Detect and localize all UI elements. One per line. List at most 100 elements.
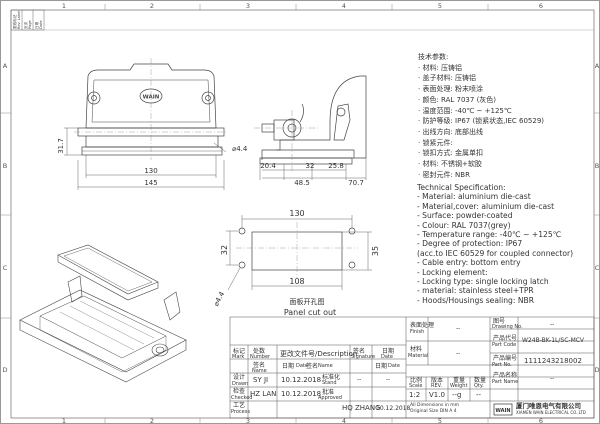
tb-approved-en: Approved (318, 395, 342, 401)
spec-en-line: Technical Specification: (417, 183, 506, 192)
tb-weight-en: Weight (450, 383, 468, 389)
tb-mark-en: Mark (232, 354, 245, 360)
tb-part-code-cn: 产品代号 (493, 335, 518, 342)
page-label-en: Page (28, 20, 32, 29)
dim-side-485: 48.5 (294, 179, 310, 187)
spec-cn-line: · 盖子材料: 压铸铝 (418, 74, 477, 83)
tb-qty-value: -- (476, 391, 482, 399)
zone-right-b: B (595, 162, 599, 170)
front-view: WAIN (74, 58, 228, 160)
tb-scale-en: Scale (409, 383, 423, 389)
tb-qty2-cn: 数量 (474, 377, 487, 384)
date-label-en: Date (39, 20, 43, 29)
zone-bottom-4: 4 (342, 417, 346, 424)
tb-date-cn-2: 日期 (282, 363, 295, 370)
rev-label-cn: 更改标记 (12, 14, 17, 29)
dim-cut-32: 32 (220, 245, 229, 255)
cutout-dimensions (226, 215, 372, 291)
tb-approved-cn: 批准 (322, 389, 335, 396)
tb-name-cn: 签名 (253, 362, 266, 369)
spec-cn-line: · 表面处理: 粉末喷涂 (418, 85, 484, 94)
zone-bottom-1: 1 (62, 417, 66, 424)
tb-weight-value: --g (452, 391, 462, 399)
spec-cn-line: · 颜色: RAL 7037 (灰色) (418, 95, 497, 104)
company-logo: WAIN (493, 403, 513, 416)
zone-top-2: 2 (150, 2, 154, 10)
zone-top-5: 5 (438, 2, 442, 10)
tb-change: 更改文件号/Description (280, 350, 358, 358)
dim-cut-108: 108 (289, 277, 304, 286)
zone-bottom-6: 6 (539, 417, 543, 424)
dim-cut-130: 130 (289, 209, 304, 218)
tb-qty2-en: Qty. (474, 383, 484, 389)
tb-material-cn: 材料 (410, 346, 423, 353)
zone-left-a: A (3, 62, 8, 70)
tb-stand-en: Stand (322, 380, 337, 386)
hood-logo: WAIN (143, 95, 160, 101)
zone-top-3: 3 (246, 2, 250, 10)
zone-top-6: 6 (539, 2, 543, 10)
date-label-cn: 日期 (34, 21, 39, 29)
dim-side-32: 32 (306, 162, 315, 170)
cutout-caption-cn: 面板开孔图 (290, 297, 325, 306)
spec-en-line: - Temperature range: -40℃ ~ +125℃ (417, 230, 562, 240)
tb-stand-cn: 标准化 (322, 374, 341, 381)
tb-sign-cn: 签名 (353, 348, 366, 355)
spec-en-line: - Material,cover: aluminium die-cast (417, 201, 555, 211)
spec-en-line: - Surface: powder-coated (417, 211, 513, 221)
tb-company-en: XIAMEN WAIN ELECTRICAL CO.,LTD (516, 410, 586, 415)
tb-material-value: -- (456, 350, 461, 357)
tb-date-cn: 日期 (382, 348, 395, 355)
tb-dims-note-1: All Dimensions in mm (410, 403, 460, 408)
company-logo-text: WAIN (495, 408, 510, 414)
tb-checked-en: Checked (231, 395, 253, 401)
spec-cn-line: · 材料: 不锈钢+软胶 (418, 160, 482, 169)
tb-part-no-en: Part No. (492, 362, 512, 368)
zone-bottom-2: 2 (150, 417, 154, 424)
tb-drawn-cn: 设计 (233, 374, 246, 381)
tb-part-code-value: W24B-BK-1L/SC-MCV (522, 337, 585, 344)
tb-part-name-cn: 产品名称 (493, 372, 518, 379)
tb-date-en-2: Date (296, 363, 308, 369)
side-dimensions (259, 158, 367, 180)
spec-en-line: - Locking element: (417, 267, 488, 277)
tb-dims-note-2: Original Size DIN A 4 (410, 409, 457, 414)
spec-en-line: - Locking type: single locking latch (417, 277, 549, 287)
tb-drawn-name: SY JI (253, 376, 269, 384)
zone-top-4: 4 (342, 2, 346, 10)
tb-part-no-value: 1111243218002 (524, 357, 582, 365)
zone-left-c: C (3, 264, 8, 272)
title-block-grid (229, 316, 595, 419)
zone-right-d: D (594, 366, 599, 374)
tb-drawing-value: -- (550, 321, 555, 328)
dim-side-258: 25.8 (328, 162, 344, 170)
tb-approved-name: HQ ZHANG (342, 404, 381, 412)
tb-drawn-en: Drawn (232, 381, 249, 387)
zone-bottom-5: 5 (438, 417, 442, 424)
spec-cn-line: · 防护等级: IP67 (锁紧状态,IEC 60529) (418, 117, 545, 126)
zone-right-c: C (595, 264, 600, 272)
tb-process-en: Process (231, 409, 250, 415)
spec-cn-line: · 材料: 压铸铝 (418, 63, 463, 72)
dim-cut-hole: ⌀4.4 (212, 290, 227, 308)
chinese-specification: 技术参数: · 材料: 压铸铝 · 盖子材料: 压铸铝 · 表面处理: 粉末喷涂… (418, 52, 544, 180)
spec-cn-line: · 锁扣方式: 金属单扣 (418, 149, 484, 158)
page-label-cn: 页次 (23, 21, 28, 29)
tb-mark-cn: 标记 (233, 348, 246, 355)
tb-dash-1: -- (357, 376, 362, 383)
spec-cn-line: · 温度范围: -40℃ ~ +125℃ (418, 106, 512, 115)
side-view (254, 75, 367, 172)
tb-date-en: Date (381, 354, 393, 360)
tb-name-en-2: Name (318, 363, 333, 369)
zone-left-d: D (2, 366, 7, 374)
zone-bottom-3: 3 (246, 417, 250, 424)
tb-rev-en: REV. (431, 383, 442, 389)
tb-rev-cn: 版本 (431, 377, 444, 384)
tb-scale-value: 1:2 (409, 391, 421, 399)
tb-drawing-en: Drawing No. (492, 324, 523, 330)
tb-scale-cn: 比例 (410, 377, 423, 384)
tb-finish-value: -- (456, 325, 461, 332)
spec-en-line: - material: stainless steel+TPR (417, 286, 534, 296)
tb-sign-en: Signature (351, 354, 376, 360)
dim-cut-35: 35 (371, 246, 380, 256)
